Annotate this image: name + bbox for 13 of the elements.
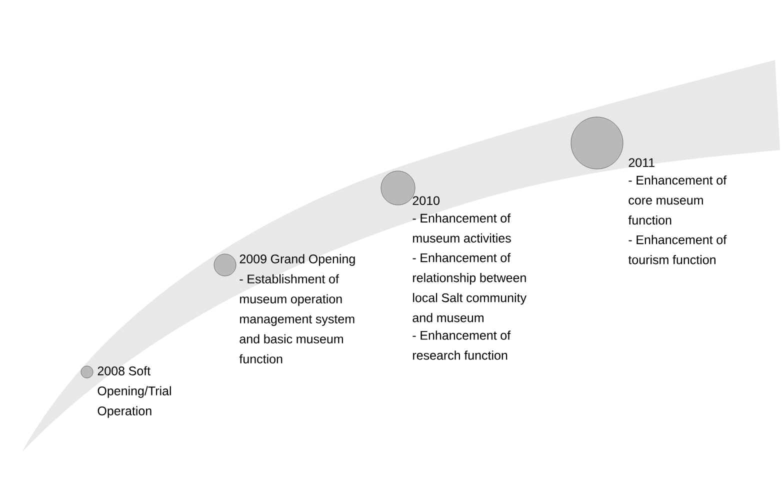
milestone-heading: 2011 — [628, 158, 654, 168]
milestone-description: - Enhancement of research function — [412, 330, 511, 360]
milestone-heading: 2008 Soft Opening/Trial Operation — [98, 366, 171, 418]
milestone-description: - Enhancement of tourism function — [628, 235, 727, 264]
milestone-description: - Enhancement of core museum function — [628, 175, 727, 225]
milestone-description: - Enhancement of museum activities — [412, 213, 511, 243]
milestone-dot — [214, 254, 236, 276]
milestone-heading: 2010 — [412, 196, 440, 206]
milestone-dot — [570, 116, 624, 170]
milestone-heading: 2009 Grand Opening — [240, 254, 355, 266]
milestone-description: - Establishment of museum operation management system and basic museum function — [239, 274, 354, 364]
milestone-description: - Enhancement of relationship between local Salt community and museum — [412, 253, 526, 322]
milestone-dot — [80, 366, 94, 378]
